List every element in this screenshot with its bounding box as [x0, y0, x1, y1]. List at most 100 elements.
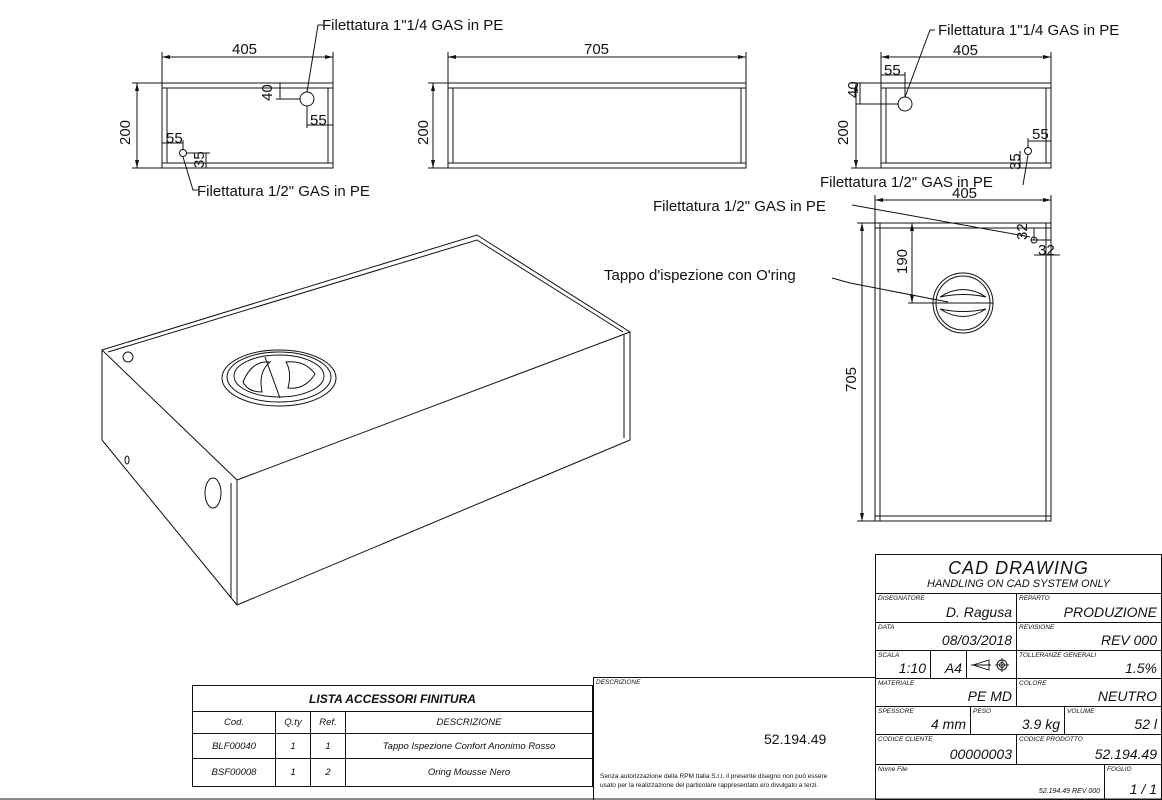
view-left-elevation [132, 24, 334, 191]
nome-file-value: 52.194.49 REV 000 [1038, 788, 1100, 795]
codice-cliente-value: 00000003 [949, 746, 1012, 762]
dim-small-hole-right: 55 [1032, 126, 1049, 143]
reparto-cell: REPARTO PRODUZIONE [1017, 594, 1162, 623]
accessory-code: BLF00040 [192, 733, 276, 759]
codice-cliente-cell: CODICE CLIENTE 00000003 [875, 735, 1017, 765]
description-caption: DESCRIZIONE [596, 679, 641, 686]
accessory-qty: 1 [275, 758, 311, 787]
dimension-arrows [135, 55, 1051, 521]
dim-plan-hole-side: 32 [1038, 242, 1055, 259]
drawing-subtitle: HANDLING ON CAD SYSTEM ONLY [927, 578, 1110, 590]
materiale-cell: MATERIALE PE MD [875, 679, 1017, 707]
large-thread-hole [299, 91, 315, 107]
table-row: BLF00040 1 1 Tappo Ispezione Confort Ano… [192, 733, 593, 759]
accessory-qty: 1 [275, 733, 311, 759]
formato-cell: A4 [931, 651, 967, 679]
iso-side-hole [204, 477, 222, 509]
title-header: CAD DRAWING HANDLING ON CAD SYSTEM ONLY [875, 554, 1162, 594]
accessories-header-qty: Q.ty [275, 711, 311, 734]
drawing-title: CAD DRAWING [948, 558, 1089, 578]
dim-small-hole-bottom-left: 35 [191, 151, 208, 168]
materiale-value: PE MD [967, 688, 1012, 704]
colore-value: NEUTRO [1097, 688, 1157, 704]
plan-inspection-cap [932, 272, 994, 334]
isometric-view [101, 234, 632, 606]
volume-cell: VOLUME 52 l [1065, 707, 1162, 735]
tolleranze-label: TOLLERANZE GENERALI [1019, 652, 1097, 659]
disegnatore-label: DISEGNATORE [878, 595, 925, 602]
accessory-code: BSF00008 [192, 758, 276, 787]
title-block: CAD DRAWING HANDLING ON CAD SYSTEM ONLY … [875, 554, 1162, 800]
dim-cap-offset: 190 [894, 248, 911, 274]
accessory-description: Oring Mousse Nero [345, 758, 593, 787]
peso-value: 3.9 kg [1021, 716, 1060, 732]
dim-hole-top-left: 40 [259, 84, 276, 101]
callout-thread-small-right: Filettatura 1/2" GAS in PE [820, 174, 993, 191]
dim-small-hole-left: 55 [166, 130, 183, 147]
dim-small-hole-bottom-right: 35 [1007, 153, 1024, 170]
data-label: DATA [878, 624, 895, 631]
dim-width-plan: 405 [952, 185, 978, 202]
callout-thread-small-left: Filettatura 1/2" GAS in PE [197, 183, 370, 200]
callout-thread-large-left: Filettatura 1"1/4 GAS in PE [322, 17, 504, 34]
disclaimer-line-2: usato per la realizzazione del particola… [600, 782, 819, 789]
nome-file-label: Nome File [878, 766, 908, 773]
description-block: DESCRIZIONE 52.194.49 Senza autorizzazio… [593, 677, 876, 800]
dim-width-right: 405 [953, 42, 979, 59]
accessories-title: LISTA ACCESSORI FINITURA [192, 685, 593, 712]
colore-cell: COLORE NEUTRO [1017, 679, 1162, 707]
spessore-value: 4 mm [931, 716, 966, 732]
revisione-cell: REVISIONE REV 000 [1017, 623, 1162, 651]
dim-hole-top-right: 40 [845, 81, 862, 98]
reparto-value: PRODUZIONE [1063, 604, 1157, 620]
accessories-header-ref: Ref. [310, 711, 346, 734]
tolleranze-cell: TOLLERANZE GENERALI 1.5% [1017, 651, 1162, 679]
projection-symbol-icon [971, 658, 1009, 672]
description-value: 52.194.49 [764, 731, 827, 747]
dim-height-right: 200 [835, 119, 852, 145]
data-cell: DATA 08/03/2018 [875, 623, 1017, 651]
formato-value: A4 [944, 660, 962, 676]
volume-label: VOLUME [1067, 708, 1095, 715]
peso-label: PESO [973, 708, 992, 715]
materiale-label: MATERIALE [878, 680, 915, 687]
nome-file-cell: Nome File 52.194.49 REV 000 [875, 765, 1105, 800]
codice-prodotto-label: CODICE PRODOTTO [1019, 736, 1083, 743]
view-plan [831, 195, 1060, 522]
scala-label: SCALA [878, 652, 900, 659]
foglio-value: 1 / 1 [1129, 781, 1157, 797]
codice-prodotto-cell: CODICE PRODOTTO 52.194.49 [1017, 735, 1162, 765]
accessories-header-code: Cod. [192, 711, 276, 734]
view-right-elevation [851, 29, 1052, 186]
accessories-table: LISTA ACCESSORI FINITURA Cod. Q.ty Ref. … [192, 685, 593, 787]
accessory-description: Tappo Ispezione Confort Anonimo Rosso [345, 733, 593, 759]
tolleranze-value: 1.5% [1125, 660, 1157, 676]
callout-inspection-cap: Tappo d'ispezione con O'ring [604, 267, 796, 284]
small-thread-hole-right [1024, 147, 1032, 155]
dim-width-left: 405 [232, 41, 258, 58]
scala-value: 1:10 [898, 660, 926, 676]
foglio-label: FOGLIO [1107, 766, 1132, 773]
colore-label: COLORE [1019, 680, 1047, 687]
volume-value: 52 l [1134, 716, 1157, 732]
dim-plan-hole-top: 32 [1014, 223, 1031, 240]
dim-length-front: 705 [584, 41, 610, 58]
reparto-label: REPARTO [1019, 595, 1050, 602]
dim-height-front: 200 [415, 119, 432, 145]
disclaimer-line-1: Senza autorizzazione della RPM Italia S.… [600, 773, 828, 780]
view-front-elevation [428, 52, 747, 169]
data-value: 08/03/2018 [941, 632, 1012, 648]
dim-hole-side-left: 55 [310, 112, 327, 129]
disegnatore-value: D. Ragusa [945, 604, 1012, 620]
revisione-value: REV 000 [1100, 632, 1157, 648]
iso-small-hole [122, 351, 134, 363]
codice-prodotto-value: 52.194.49 [1094, 746, 1157, 762]
projection-cell [967, 651, 1017, 679]
callout-thread-small-plan: Filettatura 1/2" GAS in PE [653, 198, 826, 215]
iso-inspection-cap [221, 349, 337, 407]
foglio-cell: FOGLIO 1 / 1 [1105, 765, 1162, 800]
table-row: BSF00008 1 2 Oring Mousse Nero [192, 758, 593, 787]
dim-hole-side-right: 55 [884, 62, 901, 79]
revisione-label: REVISIONE [1019, 624, 1055, 631]
dim-length-plan: 705 [843, 366, 860, 392]
